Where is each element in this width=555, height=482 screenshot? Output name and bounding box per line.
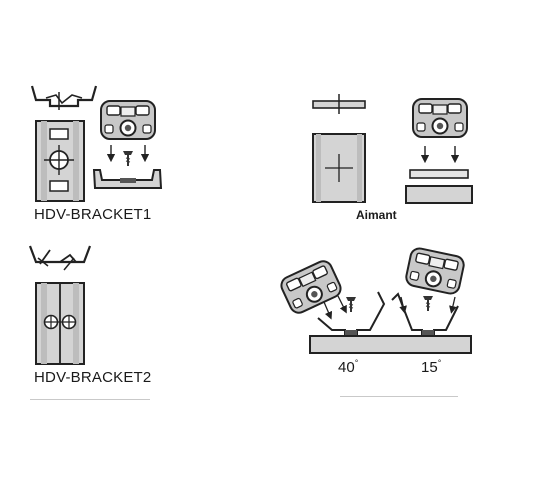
- arrow-down-icon: [337, 295, 347, 314]
- magnet-group: [312, 94, 473, 204]
- angle-right-label: 15°: [421, 358, 442, 376]
- bracket2-group: [28, 245, 92, 365]
- arrow-down-icon: [323, 301, 333, 320]
- screw-icon: [122, 150, 134, 167]
- camera-icon: [277, 257, 345, 317]
- divider-left: [30, 399, 150, 400]
- camera-icon: [412, 98, 468, 138]
- arrow-down-icon: [449, 296, 457, 314]
- magnet-label: Aimant: [356, 208, 397, 222]
- bracket-icon: [30, 85, 98, 108]
- angle-group: [277, 245, 472, 354]
- screw-icon: [422, 295, 434, 312]
- bracket1-label: HDV-BRACKET1: [34, 206, 152, 223]
- camera-icon: [100, 100, 156, 140]
- bracket1-group: [30, 85, 163, 202]
- base-plate: [309, 335, 472, 354]
- divider-right: [340, 396, 458, 397]
- angle-left-label: 40°: [338, 358, 359, 376]
- bracket2-label: HDV-BRACKET2: [34, 369, 152, 386]
- screw-icon: [345, 296, 357, 313]
- camera-icon: [403, 245, 467, 297]
